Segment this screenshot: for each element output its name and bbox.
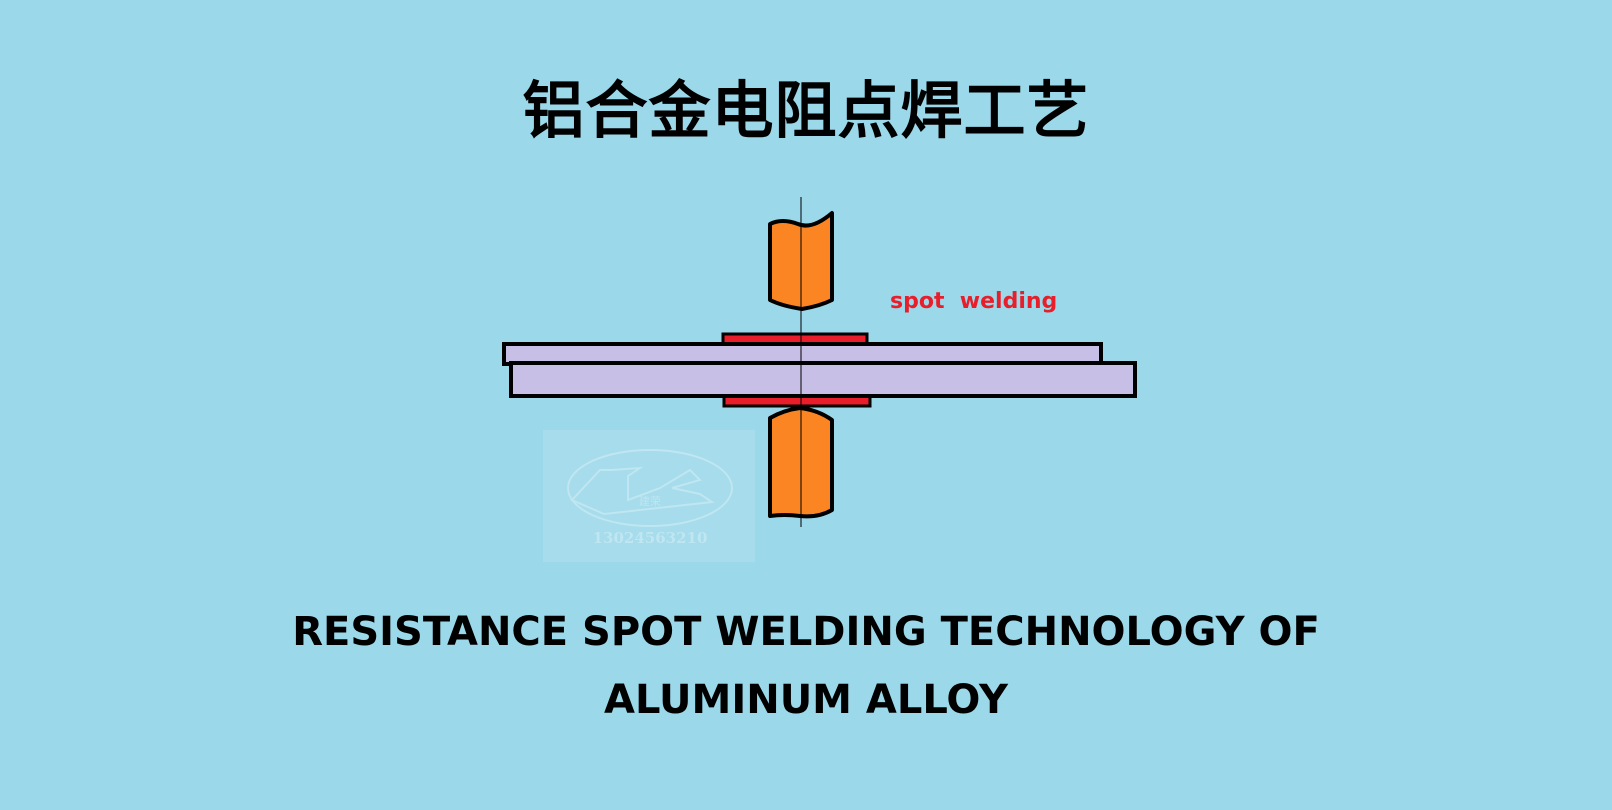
- watermark-logo-ellipse: [567, 449, 733, 527]
- caption-line-2: ALUMINUM ALLOY: [604, 677, 1008, 723]
- watermark-panel: [543, 430, 755, 562]
- page-title: 铝合金电阻点焊工艺: [522, 74, 1090, 147]
- watermark: 建荣 13024563210: [543, 430, 755, 562]
- lower-aluminum-sheet: [509, 361, 1137, 398]
- spot-welding-label: spot welding: [890, 289, 1057, 314]
- watermark-logo-mark: [570, 466, 715, 516]
- watermark-logo-text: 建荣: [639, 494, 661, 508]
- watermark-phone: 13024563210: [593, 529, 708, 547]
- caption-line-1: RESISTANCE SPOT WELDING TECHNOLOGY OF: [292, 609, 1320, 655]
